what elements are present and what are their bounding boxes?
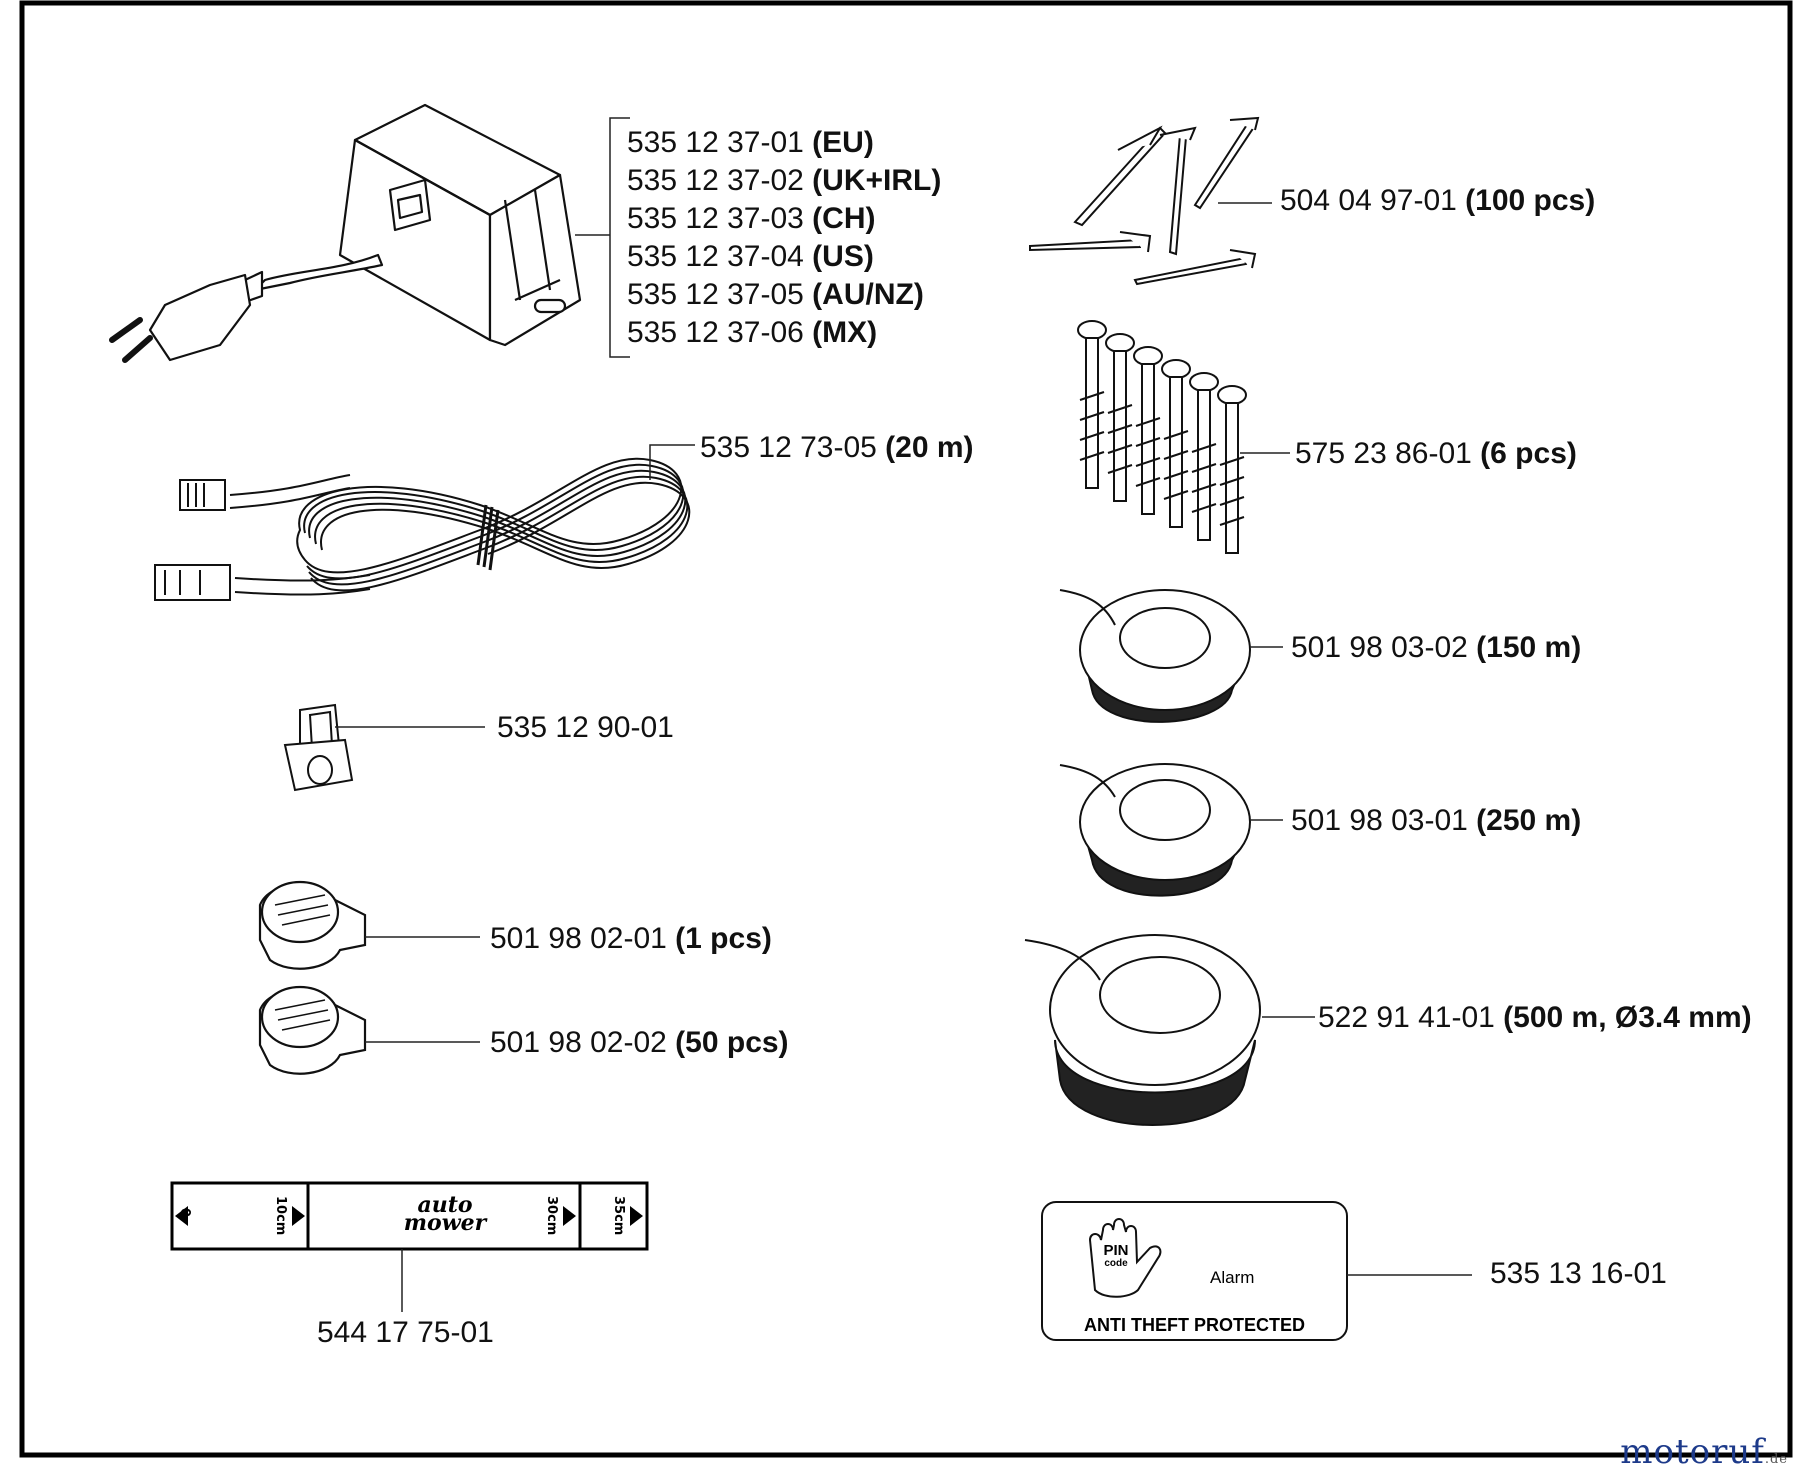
- measure-tape-illustration: [170, 1181, 649, 1251]
- coupler-1-illustration: [258, 880, 367, 970]
- wire-150-label: 501 98 03-02 (150 m): [1291, 631, 1582, 664]
- cable-leader: [649, 444, 695, 480]
- tape-mark-30: 30cm: [544, 1196, 559, 1236]
- tape-brand-logo: auto mower: [385, 1192, 505, 1236]
- cable-label: 535 12 73-05 (20 m): [700, 431, 974, 464]
- coupler-50-illustration: [258, 985, 367, 1075]
- sticker-pin: PIN code: [1098, 1242, 1134, 1269]
- screws-illustration: [1077, 320, 1247, 554]
- wire-500-label: 522 91 41-01 (500 m, Ø3.4 mm): [1318, 1001, 1752, 1034]
- page-border: [19, 0, 1793, 1458]
- tape-mark-0: 0: [177, 1208, 192, 1218]
- watermark-suffix: .de: [1764, 1452, 1788, 1467]
- sticker-pin-bottom: code: [1104, 1258, 1128, 1269]
- pegs-label: 504 04 97-01 (100 pcs): [1280, 184, 1596, 217]
- sticker-caption: ANTI THEFT PROTECTED: [1084, 1315, 1305, 1335]
- connector-label: 535 12 90-01: [497, 711, 674, 744]
- watermark: motoruf.de: [1620, 1432, 1788, 1472]
- transformer-pn-5: 535 12 37-05 (AU/NZ): [627, 278, 924, 311]
- transformer-pn-4: 535 12 37-04 (US): [627, 240, 874, 273]
- transformer-leader: [575, 117, 630, 358]
- wire-250-illustration: [1059, 763, 1251, 897]
- tape-brand-top: auto: [417, 1192, 473, 1218]
- sticker-pin-top: PIN: [1103, 1242, 1129, 1259]
- coupler-50-label: 501 98 02-02 (50 pcs): [490, 1026, 789, 1059]
- watermark-main: motoruf: [1620, 1432, 1765, 1472]
- connector-illustration: [283, 703, 354, 792]
- wire-500-illustration: [1024, 934, 1261, 1126]
- pegs-illustration: [1029, 116, 1260, 286]
- sticker-alarm: Alarm: [1210, 1268, 1255, 1287]
- sticker-label: 535 13 16-01: [1490, 1257, 1667, 1290]
- cable-coil-illustration: [154, 457, 691, 601]
- hand-icon: [1088, 1218, 1162, 1298]
- wire-250-label: 501 98 03-01 (250 m): [1291, 804, 1582, 837]
- screws-label: 575 23 86-01 (6 pcs): [1295, 437, 1577, 470]
- transformer-pn-1: 535 12 37-01 (EU): [627, 126, 874, 159]
- coupler-1-label: 501 98 02-01 (1 pcs): [490, 922, 772, 955]
- tape-mark-10: 10cm: [273, 1196, 288, 1236]
- transformer-pn-3: 535 12 37-03 (CH): [627, 202, 876, 235]
- measure-tape-label: 544 17 75-01: [317, 1316, 494, 1349]
- transformer-pn-2: 535 12 37-02 (UK+IRL): [627, 164, 942, 197]
- tape-mark-35: 35cm: [611, 1196, 626, 1236]
- transformer-illustration: [109, 103, 582, 363]
- transformer-pn-6: 535 12 37-06 (MX): [627, 316, 878, 349]
- tape-brand-bottom: mower: [403, 1210, 487, 1236]
- wire-150-illustration: [1059, 589, 1251, 723]
- sticker-illustration: [1041, 1201, 1348, 1341]
